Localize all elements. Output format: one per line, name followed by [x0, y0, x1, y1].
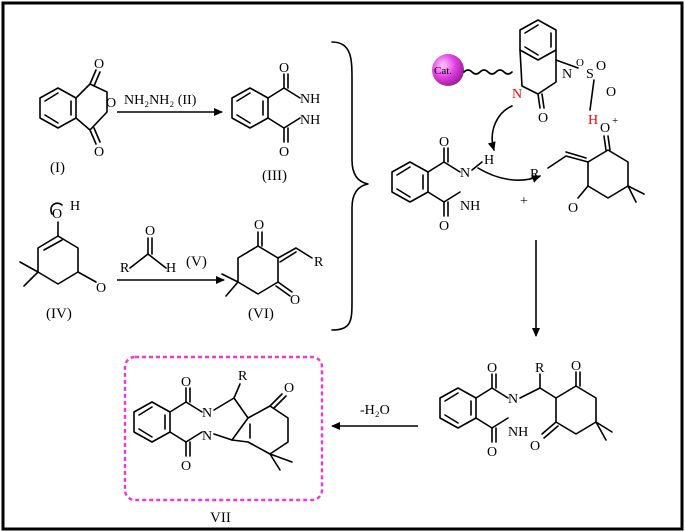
svg-text:O: O	[145, 224, 155, 239]
svg-text:N: N	[202, 406, 212, 421]
svg-text:N: N	[460, 166, 470, 181]
svg-text:H: H	[70, 199, 80, 214]
catalyst-sphere	[432, 54, 464, 86]
svg-text:O: O	[439, 135, 449, 150]
svg-text:NH: NH	[460, 199, 480, 214]
svg-text:O: O	[52, 207, 62, 222]
svg-text:N: N	[562, 67, 572, 82]
label-hydrazine: NH₂NH₂ (II)	[124, 93, 197, 108]
svg-text:O: O	[596, 59, 606, 74]
svg-text:R: R	[314, 255, 324, 270]
svg-text:O: O	[538, 111, 548, 126]
label-compound-I: (I)	[50, 160, 65, 176]
svg-text:O: O	[606, 85, 616, 100]
svg-text:N: N	[202, 429, 212, 444]
svg-text:R: R	[530, 167, 540, 182]
label-catalyst: Cat.	[434, 65, 452, 77]
compound-III: O NH NH O (III)	[231, 61, 320, 184]
compound-VI: O O R (VI)	[221, 218, 324, 322]
intermediate-reactants: O N H NH O + R O + H O	[391, 105, 645, 234]
svg-text:O: O	[94, 57, 104, 72]
compound-I: O O O (I)	[39, 57, 116, 176]
svg-text:O: O	[94, 145, 104, 160]
svg-text:H: H	[588, 113, 598, 128]
grouping-brace	[331, 41, 369, 331]
svg-text:O: O	[439, 219, 449, 234]
label-compound-V: (V)	[186, 254, 207, 270]
compound-IV: O H O (IV)	[19, 199, 106, 322]
compound-V: O R H (V)	[120, 224, 207, 276]
compound-VII: O O N N R O VII	[123, 355, 324, 526]
svg-text:R: R	[535, 361, 545, 376]
svg-text:NH: NH	[300, 113, 320, 128]
svg-text:O: O	[279, 61, 289, 76]
svg-text:R: R	[120, 261, 130, 276]
svg-text:O: O	[487, 361, 497, 376]
svg-text:S: S	[586, 67, 594, 82]
svg-text:NH: NH	[508, 425, 528, 440]
svg-text:O: O	[571, 359, 581, 374]
svg-text:O: O	[600, 121, 610, 136]
svg-text:N: N	[508, 392, 518, 407]
svg-text:O: O	[576, 57, 584, 69]
svg-text:O: O	[254, 218, 264, 233]
plus-sign: +	[520, 194, 528, 209]
label-compound-III: (III)	[262, 168, 287, 184]
label-compound-VII: VII	[210, 510, 231, 526]
label-compound-VI: (VI)	[248, 306, 274, 322]
product-highlight-box	[123, 355, 324, 502]
svg-text:+: +	[612, 115, 618, 127]
svg-text:O: O	[181, 375, 191, 390]
svg-text:N: N	[512, 87, 522, 102]
svg-text:O: O	[568, 201, 578, 216]
svg-text:O: O	[181, 459, 191, 474]
svg-text:R: R	[238, 369, 248, 384]
svg-text:NH: NH	[300, 92, 320, 107]
svg-text:H: H	[166, 261, 176, 276]
svg-text:O: O	[284, 381, 294, 396]
svg-text:O: O	[530, 439, 540, 454]
label-compound-IV: (IV)	[46, 306, 72, 322]
michael-adduct: O N NH O R O O	[439, 359, 613, 460]
catalyst-complex: Cat. N O N S O O O	[432, 19, 616, 126]
svg-text:O: O	[279, 145, 289, 160]
svg-text:O: O	[290, 293, 300, 308]
svg-text:O: O	[96, 281, 106, 296]
label-dehydration: -H₂O	[360, 403, 390, 418]
svg-text:O: O	[487, 445, 497, 460]
svg-text:H: H	[484, 153, 494, 168]
svg-text:O: O	[106, 96, 116, 111]
